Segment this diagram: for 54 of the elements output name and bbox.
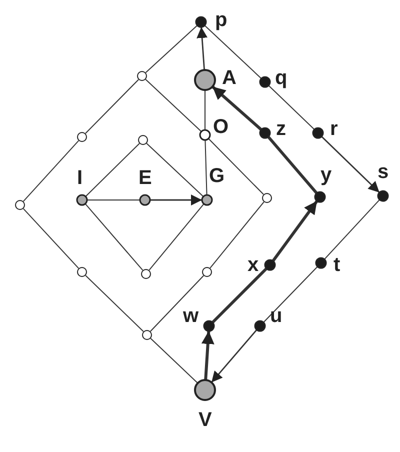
connector-line — [204, 140, 208, 196]
point-label: G — [209, 165, 225, 187]
point-label: s — [378, 161, 389, 183]
connector-line — [145, 78, 202, 132]
arrow — [150, 194, 202, 206]
point-label: V — [198, 409, 212, 431]
point-label: u — [270, 305, 282, 327]
open-circle — [77, 132, 87, 142]
point-label: q — [275, 67, 288, 89]
connector-line — [204, 24, 262, 80]
point-label: w — [183, 305, 199, 327]
open-circle — [15, 200, 25, 210]
open-circle — [137, 71, 147, 81]
point-label: x — [248, 254, 259, 276]
point-label: I — [77, 167, 83, 189]
open-circle — [142, 330, 152, 340]
arrow — [321, 136, 380, 193]
arrow — [272, 200, 318, 262]
arrow — [212, 85, 262, 131]
arrow — [196, 26, 208, 70]
connector-line — [268, 85, 315, 130]
open-circle — [202, 267, 212, 277]
connector-line — [324, 199, 380, 260]
connector-line — [85, 275, 144, 332]
connector-line — [148, 203, 204, 271]
arrow — [201, 330, 214, 380]
connector-line — [22, 208, 80, 269]
open-circle — [138, 135, 148, 145]
point-label: z — [276, 118, 286, 140]
point-label: t — [334, 254, 340, 276]
point-label: p — [215, 9, 228, 31]
point-label: E — [138, 167, 152, 189]
open-circle — [262, 193, 272, 203]
connector-line — [146, 142, 204, 198]
connector-line — [263, 266, 318, 323]
connector-line — [267, 136, 318, 194]
arrow — [210, 329, 258, 383]
connector-line — [204, 90, 206, 130]
connector-line — [211, 267, 268, 324]
connector-line — [85, 79, 139, 134]
point-label: r — [330, 118, 338, 140]
point-label: y — [320, 164, 332, 186]
connector-line — [208, 138, 264, 195]
connector-line — [84, 203, 144, 271]
connector-line — [85, 143, 140, 197]
connector-line — [210, 201, 264, 269]
connector-line — [145, 24, 198, 74]
point-label: A — [222, 67, 236, 89]
open-circle — [77, 267, 87, 277]
point-label: O — [213, 116, 229, 138]
connector-line — [150, 275, 204, 332]
connector-line — [22, 140, 80, 202]
connector-line — [150, 338, 198, 384]
open-circle — [141, 269, 151, 279]
